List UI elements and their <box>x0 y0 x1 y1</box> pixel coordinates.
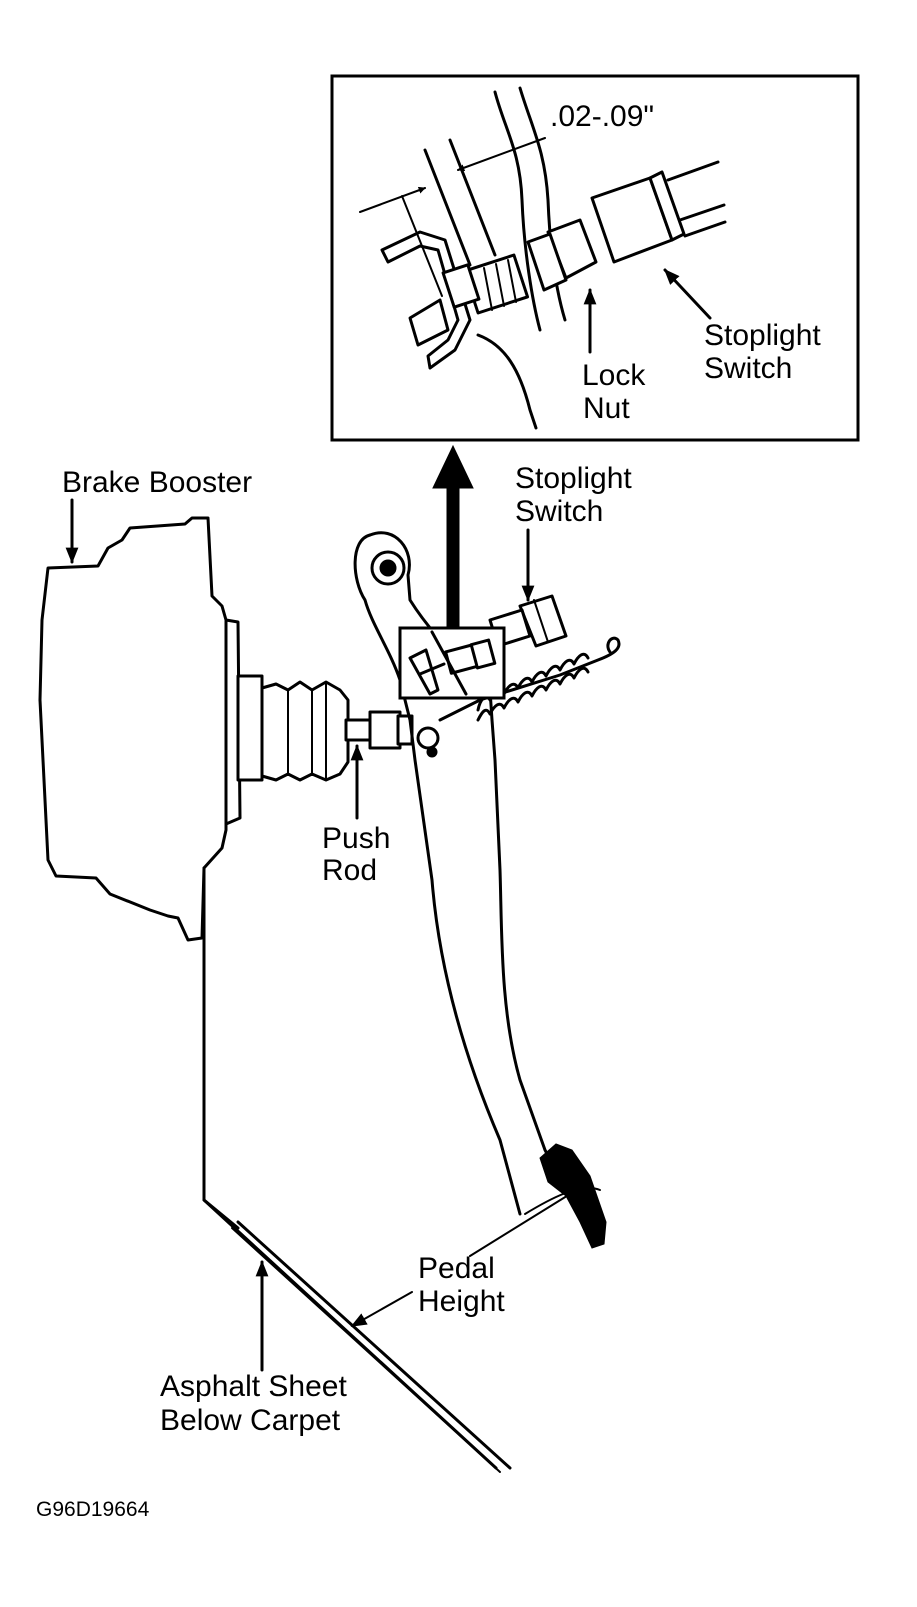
asphalt-sheet <box>236 1220 512 1470</box>
stoplight-switch-label-line2: Switch <box>515 495 603 528</box>
inset-bracket-line-1 <box>423 148 472 267</box>
brake-booster <box>38 516 228 942</box>
lock-nut-label-line2: Nut <box>583 392 630 425</box>
inset-dim-arrow-right <box>457 137 546 172</box>
firewall <box>202 866 240 1230</box>
stoplight-switch <box>488 594 568 648</box>
inset-dim-arrow-left <box>359 186 426 213</box>
inset-switch-cap <box>648 170 686 242</box>
brake-booster-label: Brake Booster <box>62 466 252 499</box>
inset-wire-1 <box>666 160 720 182</box>
asphalt-sheet-label-line1: Asphalt Sheet <box>160 1370 347 1403</box>
inset-thread-end <box>441 263 481 309</box>
pedal-height-label-line1: Pedal <box>418 1252 495 1285</box>
inset-wire-3 <box>683 220 727 238</box>
inset-wire-2 <box>678 203 726 222</box>
inset-thread-line-3 <box>507 259 517 303</box>
asphalt-sheet-edge <box>231 1227 501 1473</box>
inset-stopper-tab <box>408 298 450 347</box>
asphalt-sheet-label-line2: Below Carpet <box>160 1404 341 1437</box>
inset-stoplight-label-line2: Switch <box>704 352 792 385</box>
inset-lever <box>476 333 538 430</box>
stoplight-switch-label-line1: Stoplight <box>515 462 632 495</box>
inset-lock-nut-face <box>526 232 568 292</box>
booster-boot <box>236 674 350 782</box>
pedal-height-arrow-top <box>469 1185 585 1257</box>
push-rod <box>344 710 440 758</box>
inset-stopper-bracket <box>380 230 472 370</box>
inset-detail: .02-.09" Lock Nut Stoplight Switch <box>330 74 860 442</box>
push-rod-label-line1: Push <box>322 822 390 855</box>
inset-thread-line-1 <box>483 267 493 311</box>
lock-nut-label-line1: Lock <box>582 359 646 392</box>
pedal-height-label-line2: Height <box>418 1285 505 1318</box>
figure-code: G96D19664 <box>36 1498 150 1521</box>
detail-callout-arrow <box>432 444 474 629</box>
inset-dim-tick-1 <box>401 195 443 297</box>
inset-thread-line-2 <box>495 263 505 307</box>
inset-bracket-line-2 <box>448 138 497 257</box>
inset-stoplight-arrow <box>663 268 712 320</box>
measurement-label: .02-.09" <box>550 100 654 133</box>
pedal-height-arrow-bottom <box>350 1291 413 1327</box>
inset-pedal-arm-edge <box>518 86 567 322</box>
inset-pedal-arm <box>493 90 542 332</box>
pedal-pad <box>539 1143 607 1249</box>
inset-stoplight-label-line1: Stoplight <box>704 319 821 352</box>
push-rod-label-line2: Rod <box>322 854 377 887</box>
detail-marker-box <box>398 626 506 700</box>
